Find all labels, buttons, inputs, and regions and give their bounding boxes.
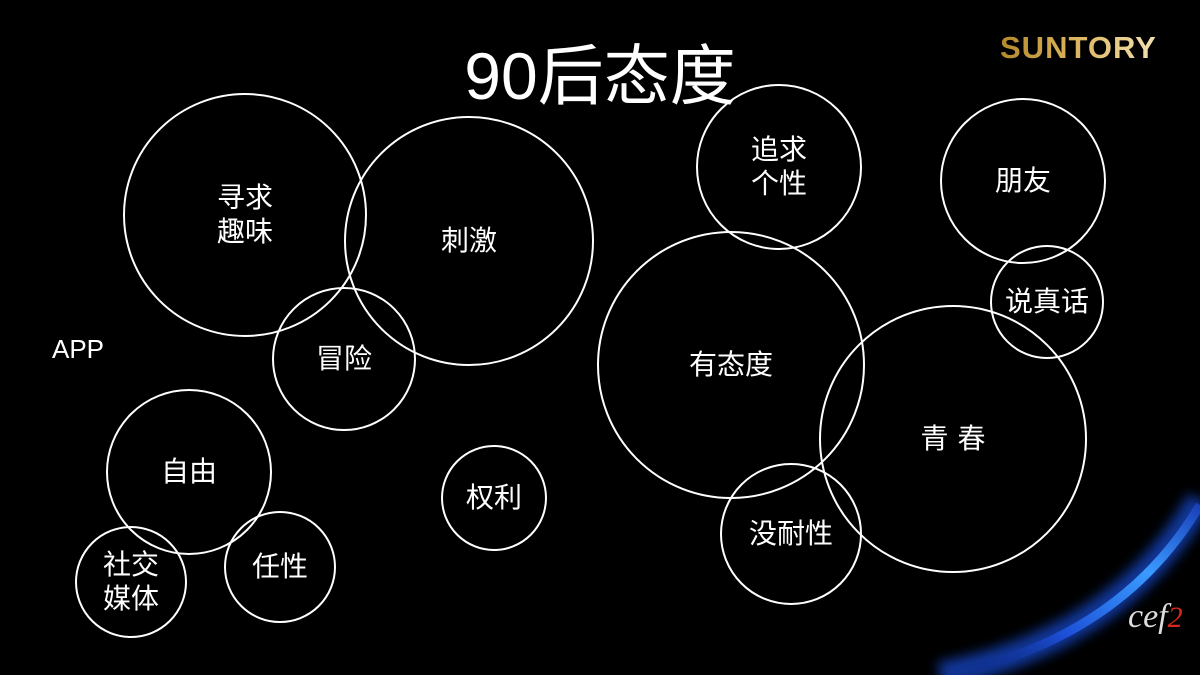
app-label: APP xyxy=(52,334,105,364)
bubble-circle xyxy=(819,305,1087,573)
bubble-label: 追求 个性 xyxy=(750,133,808,200)
bubble-label: 权利 xyxy=(465,481,523,514)
bubble-circle xyxy=(720,463,862,605)
bubble-circle xyxy=(272,287,416,431)
bubble-label: 寻求 趣味 xyxy=(216,181,274,248)
bubble-label: 社交 媒体 xyxy=(102,548,160,615)
cef-text: cef xyxy=(1128,598,1168,635)
bubble-label: 说真话 xyxy=(1004,285,1090,318)
bubble-label: 任性 xyxy=(251,550,309,583)
bubble-label: 青 春 xyxy=(920,422,986,455)
suntory-logo: SUNTORY xyxy=(1000,30,1157,65)
bubble-circle xyxy=(75,526,187,638)
cef2-logo: cef2 xyxy=(1128,598,1183,636)
bubble-label: 冒险 xyxy=(315,342,373,375)
bubble-label: 自由 xyxy=(160,455,218,488)
bubble-circle xyxy=(344,116,594,366)
bubble-label: 有态度 xyxy=(688,348,774,381)
bubble-circle xyxy=(441,445,547,551)
bubble-label: 没耐性 xyxy=(748,517,834,550)
cef-accent: 2 xyxy=(1167,601,1183,634)
slide-title: 90后态度 xyxy=(464,39,736,113)
bubble-label: 朋友 xyxy=(994,164,1052,197)
bubble-circle xyxy=(224,511,336,623)
bubble-label: 刺激 xyxy=(440,224,498,257)
bubble-circle xyxy=(106,389,272,555)
